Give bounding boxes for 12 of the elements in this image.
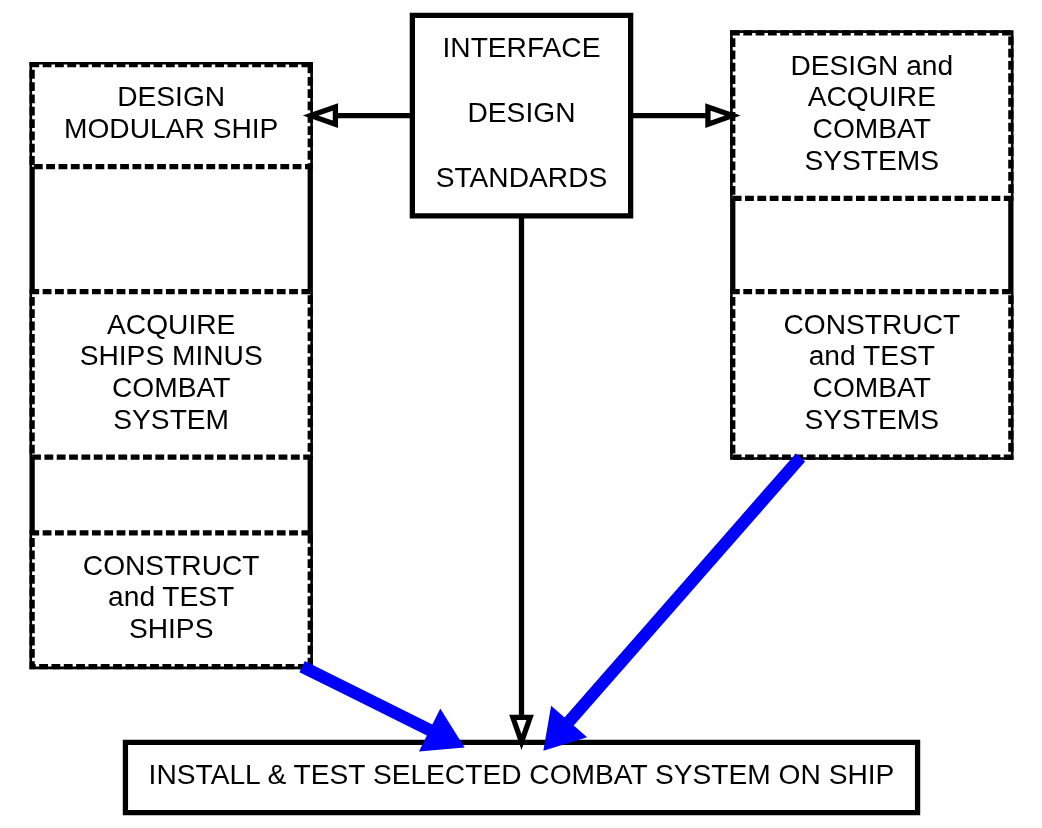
node-box: DESIGN MODULAR SHIP <box>29 61 313 170</box>
node-box: DESIGN and ACQUIRE COMBAT SYSTEMS <box>729 30 1013 201</box>
arrow <box>630 103 741 128</box>
node-box: CONSTRUCT and TEST COMBAT SYSTEMS <box>729 289 1013 460</box>
arrow <box>298 661 465 752</box>
arrow <box>508 216 534 750</box>
arrow <box>302 103 412 128</box>
node-box: ACQUIRE SHIPS MINUS COMBAT SYSTEM <box>29 289 313 460</box>
node-box: INSTALL & TEST SELECTED COMBAT SYSTEM ON SHIP <box>122 739 920 816</box>
node-box: INTERFACE DESIGN STANDARDS <box>409 12 633 219</box>
arrow <box>542 453 805 751</box>
node-box: CONSTRUCT and TEST SHIPS <box>29 530 313 670</box>
